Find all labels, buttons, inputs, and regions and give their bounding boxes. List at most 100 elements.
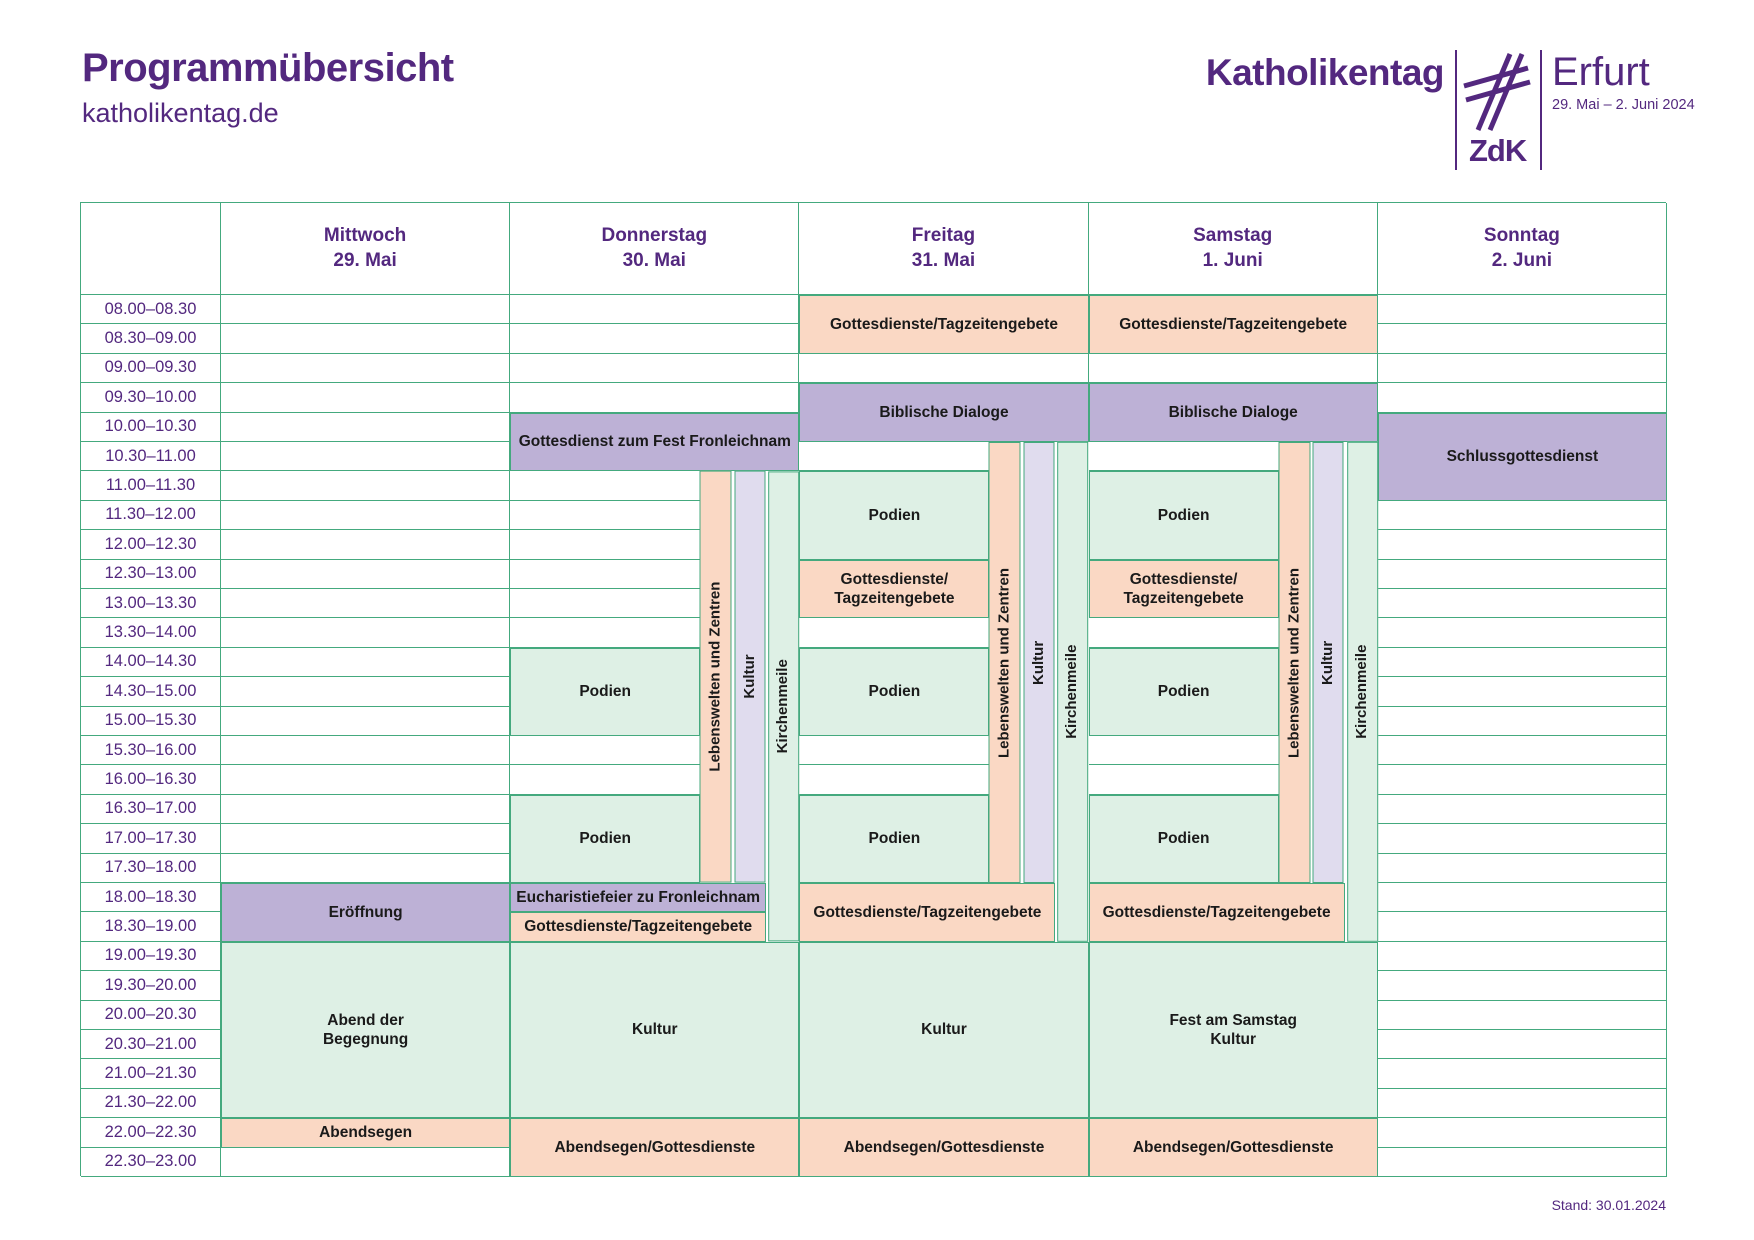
event-block: Gottesdienste/Tagzeitengebete — [1088, 883, 1345, 942]
time-label: 08.30–09.00 — [81, 324, 221, 354]
slot-cell — [1377, 912, 1667, 942]
slot-cell — [221, 295, 511, 325]
event-block: Gottesdienst zum Fest Fronleichnam — [510, 412, 800, 472]
slot-cell — [1377, 1118, 1667, 1148]
slot-cell — [1377, 647, 1667, 678]
slot-cell — [221, 853, 511, 883]
event-block: Podien — [510, 647, 701, 736]
slot-cell — [221, 736, 511, 766]
time-label: 10.30–11.00 — [81, 442, 221, 472]
logo-org-text: ZdK — [1469, 133, 1527, 168]
time-label: 09.00–09.30 — [81, 353, 221, 384]
day-date: 30. Mai — [622, 250, 686, 271]
event-block: Podien — [799, 471, 990, 560]
event-block: Kultur — [799, 941, 1089, 1119]
slot-cell — [1377, 589, 1667, 619]
time-label: 19.00–19.30 — [81, 941, 221, 972]
time-label: 22.30–23.00 — [81, 1147, 221, 1177]
slot-cell — [221, 618, 511, 648]
slot-cell — [221, 677, 511, 707]
time-label: 12.30–13.00 — [81, 559, 221, 589]
slot-cell — [1377, 1059, 1667, 1089]
slot-cell — [221, 530, 511, 560]
slot-cell — [510, 324, 800, 354]
slot-cell — [1377, 883, 1667, 913]
slot-cell — [221, 324, 511, 354]
day-header: Mittwoch 29. Mai — [221, 203, 511, 295]
time-label: 09.30–10.00 — [81, 383, 221, 413]
slot-cell — [221, 442, 511, 472]
slot-cell — [1377, 1000, 1667, 1030]
slot-cell — [1377, 500, 1667, 531]
strip-block: Lebenswelten und Zentren — [989, 442, 1021, 883]
logo-divider — [1540, 50, 1542, 170]
event-block: Gottesdienste/Tagzeitengebete — [510, 912, 767, 942]
strip-block: Kultur — [1313, 442, 1344, 883]
slot-cell — [1377, 794, 1667, 825]
slot-cell — [1377, 1030, 1667, 1060]
time-label: 12.00–12.30 — [81, 530, 221, 560]
day-date: 29. Mai — [333, 250, 397, 271]
event-block: Biblische Dialoge — [1088, 383, 1378, 442]
slot-cell — [1377, 383, 1667, 413]
day-header: Samstag 1. Juni — [1088, 203, 1378, 295]
slot-cell — [510, 383, 800, 413]
event-block: Gottesdienste/Tagzeitengebete — [1088, 295, 1378, 354]
slot-cell — [221, 824, 511, 854]
katholikentag-cross-icon — [1463, 53, 1531, 131]
time-label: 11.30–12.00 — [81, 500, 221, 531]
slot-cell — [221, 383, 511, 413]
slot-cell — [221, 471, 511, 501]
event-block: Gottesdienste/ Tagzeitengebete — [1088, 559, 1279, 619]
slot-cell — [1377, 353, 1667, 384]
slot-cell — [221, 500, 511, 531]
time-label: 14.30–15.00 — [81, 677, 221, 707]
time-label: 21.30–22.00 — [81, 1088, 221, 1119]
day-date: 2. Juni — [1491, 250, 1552, 271]
event-block: Gottesdienste/Tagzeitengebete — [799, 883, 1056, 942]
time-label: 17.00–17.30 — [81, 824, 221, 854]
slot-cell — [221, 706, 511, 736]
event-block: Podien — [799, 647, 990, 736]
slot-cell — [1377, 530, 1667, 560]
strip-block: Lebenswelten und Zentren — [700, 471, 732, 883]
event-block: Podien — [799, 794, 990, 883]
event-block: Gottesdienste/ Tagzeitengebete — [799, 559, 990, 619]
event-block: Podien — [1088, 471, 1279, 560]
slot-cell — [510, 353, 800, 384]
event-block: Abendsegen/Gottesdienste — [799, 1118, 1089, 1177]
day-name: Mittwoch — [323, 225, 407, 247]
event-block: Podien — [510, 794, 701, 883]
event-block: Biblische Dialoge — [799, 383, 1089, 442]
slot-cell — [510, 295, 800, 325]
day-date: 1. Juni — [1202, 250, 1263, 271]
time-label: 16.30–17.00 — [81, 794, 221, 825]
logo-brand-text: Katholikentag — [1205, 52, 1445, 93]
strip-block: Kultur — [1023, 442, 1055, 883]
slot-cell — [1377, 1147, 1667, 1177]
event-block: Podien — [1088, 647, 1279, 736]
time-label: 13.30–14.00 — [81, 618, 221, 648]
time-label: 15.00–15.30 — [81, 706, 221, 736]
time-label: 16.00–16.30 — [81, 765, 221, 795]
slot-cell — [1377, 706, 1667, 736]
time-label: 20.00–20.30 — [81, 1000, 221, 1030]
time-label: 19.30–20.00 — [81, 971, 221, 1001]
slot-cell — [221, 794, 511, 825]
slot-cell — [799, 353, 1089, 384]
event-block: Eucharistiefeier zu Fronleichnam — [510, 883, 767, 913]
slot-cell — [221, 589, 511, 619]
slot-cell — [221, 559, 511, 589]
day-name: Samstag — [1193, 225, 1273, 247]
slot-cell — [221, 647, 511, 678]
time-label: 20.30–21.00 — [81, 1030, 221, 1060]
event-block: Schlussgottesdienst — [1377, 412, 1667, 501]
day-name: Freitag — [911, 225, 976, 247]
slot-cell — [221, 1147, 511, 1177]
time-label: 08.00–08.30 — [81, 295, 221, 325]
logo-city-text: Erfurt — [1552, 50, 1650, 94]
logo-divider — [1455, 50, 1457, 170]
event-block: Kultur — [510, 941, 800, 1119]
